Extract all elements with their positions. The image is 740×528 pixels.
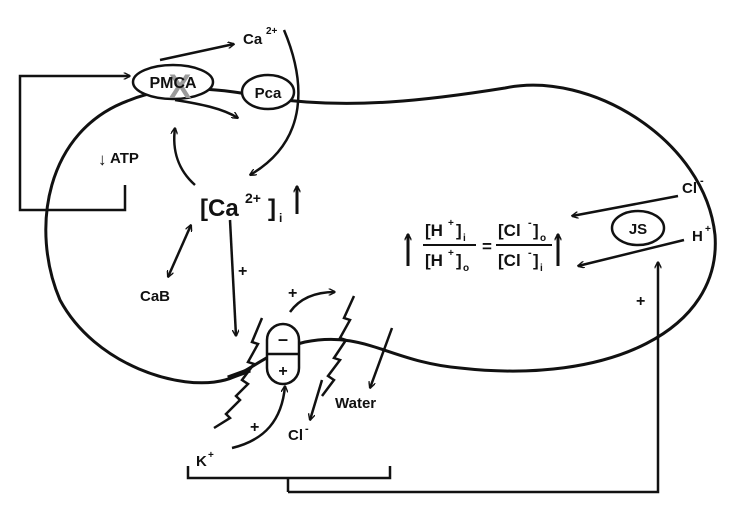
cl-efflux-arrow	[310, 379, 324, 420]
ca-influx-arrow	[250, 29, 300, 175]
cl-channel-zigzag	[321, 295, 356, 397]
cab-binding-arrow	[168, 225, 191, 277]
eq-h-den-close: ]	[456, 251, 462, 270]
atp-label: ATP	[110, 150, 139, 167]
plus-channel-top: +	[288, 285, 297, 302]
eq-h-den-sub: o	[463, 263, 469, 274]
pca-channel: Pca	[240, 73, 296, 111]
channel-activation-arrow	[288, 292, 335, 313]
eq-cl-den-sub: i	[540, 263, 543, 274]
cab-label: CaB	[140, 288, 170, 305]
charge-capsule: – +	[265, 322, 301, 386]
cell-membrane	[44, 83, 717, 385]
eq-cl-den-sup: -	[528, 247, 532, 259]
pmca-label: PMCA	[149, 75, 197, 92]
eq-h-num: [H	[425, 221, 443, 240]
ca-to-channel-arrow	[228, 219, 236, 336]
water-efflux-arrow	[370, 327, 394, 388]
ca-to-pmca-arrow	[174, 128, 196, 186]
cl-influx-arrow	[572, 194, 679, 216]
pmca-inner-arrow	[174, 98, 238, 118]
eq-cl-num-close: ]	[533, 221, 539, 240]
cl-bottom-label: Cl	[288, 427, 303, 444]
membrane-thick-segment	[227, 367, 251, 381]
k-label: K	[196, 453, 207, 470]
eq-h-den: [H	[425, 251, 443, 270]
efflux-bracket	[186, 466, 392, 492]
k-sup: +	[208, 450, 214, 461]
ca-top-label: Ca	[243, 31, 263, 48]
cai-sub: i	[279, 211, 282, 225]
plus-js-activation: +	[636, 293, 645, 310]
feedback-loop-line	[18, 76, 130, 212]
pmca-efflux-arrow	[159, 44, 234, 62]
eq-h-num-sub: i	[463, 233, 466, 244]
k-feedback-arrow	[231, 386, 285, 450]
capsule-plus: +	[278, 363, 287, 380]
js-activation-line	[288, 262, 658, 494]
atp-down-arrow: ↓	[98, 150, 107, 169]
ca-top-sup: 2+	[266, 26, 278, 37]
cai-close: ]	[268, 195, 276, 222]
water-label: Water	[335, 395, 376, 412]
eq-cl-num-sup: -	[528, 217, 532, 229]
plus-k-feedback: +	[250, 419, 259, 436]
cl-right-sup: -	[700, 175, 704, 187]
h-influx-arrow	[578, 238, 685, 266]
equilibrium-equation: [H + ] i [H + ] o = [Cl - ] o [Cl - ] i	[408, 217, 558, 274]
eq-h-den-sup: +	[448, 248, 454, 259]
pmca-block-mark: X	[169, 68, 192, 106]
eq-cl-num-sub: o	[540, 233, 546, 244]
h-right-sup: +	[705, 224, 711, 235]
eq-equals: =	[482, 237, 492, 256]
eq-cl-den: [Cl	[498, 251, 521, 270]
cl-right-label: Cl	[682, 180, 697, 197]
plus-ca-channel: +	[238, 263, 247, 280]
cai-sup: 2+	[245, 190, 261, 206]
js-label: JS	[629, 221, 647, 238]
cl-bottom-sup: -	[305, 423, 309, 435]
pca-label: Pca	[255, 85, 282, 102]
k-channel-zigzag	[213, 317, 264, 430]
cai-label: [Ca	[200, 195, 239, 222]
eq-cl-den-close: ]	[533, 251, 539, 270]
eq-h-num-close: ]	[456, 221, 462, 240]
eq-h-num-sup: +	[448, 218, 454, 229]
h-right-label: H	[692, 228, 703, 245]
pmca-pump: X PMCA	[131, 63, 215, 106]
eq-cl-num: [Cl	[498, 221, 521, 240]
capsule-minus: –	[278, 329, 288, 349]
js-exchanger: JS	[610, 209, 666, 247]
